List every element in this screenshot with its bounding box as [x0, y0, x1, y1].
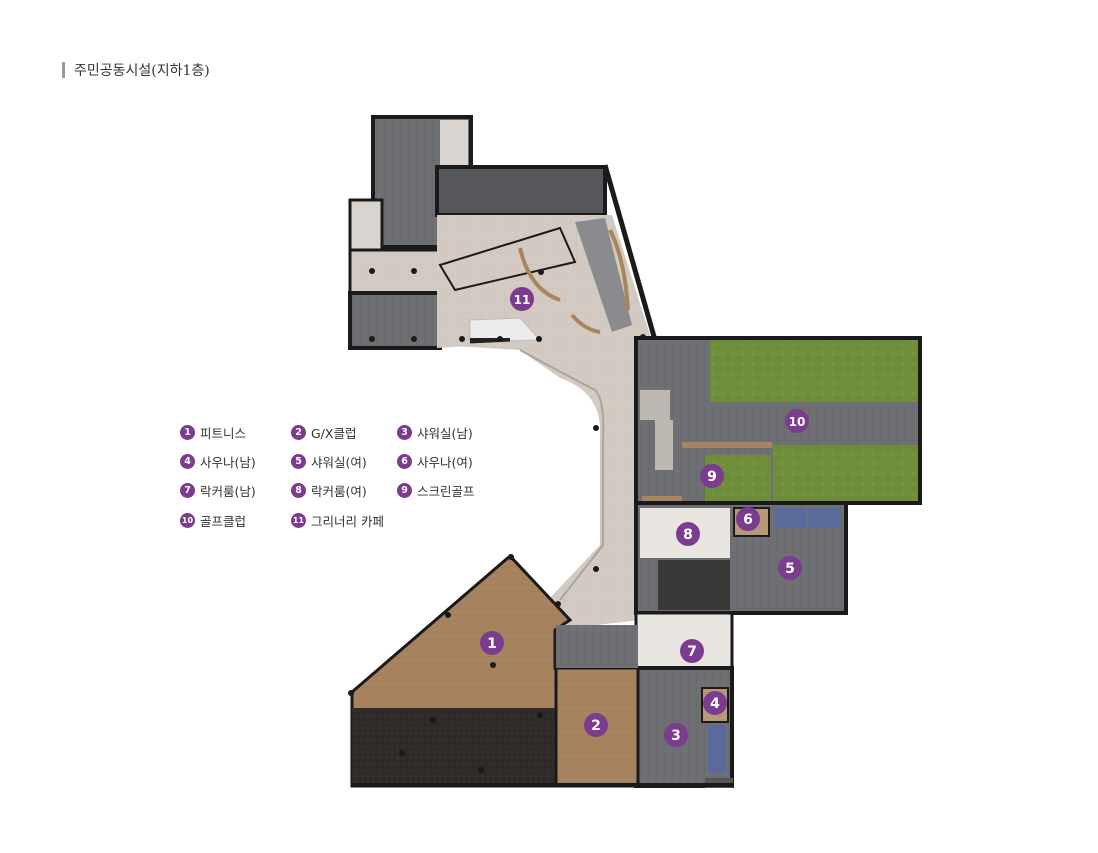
- legend-item: 1 피트니스: [180, 423, 246, 442]
- legend-badge: 2: [291, 425, 306, 440]
- legend-label: 샤워실(남): [417, 426, 473, 441]
- marker-sauna-men: 4: [703, 691, 727, 715]
- legend-label: 스크린골프: [417, 484, 475, 499]
- marker-shower-men: 3: [664, 723, 688, 747]
- svg-text:5: 5: [785, 561, 795, 577]
- legend-badge: 1: [180, 425, 195, 440]
- title-marker: [62, 62, 65, 78]
- marker-locker-men: 7: [680, 639, 704, 663]
- legend-label: G/X클럽: [311, 426, 357, 441]
- marker-screen-golf: 9: [700, 464, 724, 488]
- legend-badge: 8: [291, 483, 306, 498]
- legend-badge: 5: [291, 454, 306, 469]
- svg-text:3: 3: [671, 728, 681, 744]
- marker-golf-club: 10: [785, 409, 809, 433]
- golf-wing: [634, 336, 922, 505]
- cafe-area: [437, 164, 658, 348]
- svg-text:1: 1: [487, 636, 497, 652]
- legend-item: 10 골프클럽: [180, 511, 246, 530]
- fitness-wing: [350, 553, 734, 788]
- svg-text:9: 9: [707, 469, 717, 485]
- svg-text:7: 7: [687, 644, 697, 660]
- marker-cafe: 11: [510, 287, 534, 311]
- legend-label: 락커룸(여): [311, 484, 367, 499]
- marker-fitness: 1: [480, 631, 504, 655]
- marker-locker-women: 8: [676, 522, 700, 546]
- wellness-block: [634, 501, 848, 788]
- svg-text:2: 2: [591, 718, 601, 734]
- legend-label: 락커룸(남): [200, 484, 256, 499]
- legend-label: 골프클럽: [200, 514, 247, 529]
- legend-badge: 10: [180, 513, 195, 528]
- marker-sauna-women: 6: [736, 507, 760, 531]
- legend-badge: 9: [397, 483, 412, 498]
- northwest-annex: [348, 115, 607, 350]
- legend-label: 그리너리 카페: [311, 514, 384, 529]
- svg-text:4: 4: [710, 696, 720, 712]
- page-header: 주민공동시설(지하1층): [62, 60, 210, 80]
- legend-label: 사우나(남): [200, 455, 256, 470]
- legend-badge: 6: [397, 454, 412, 469]
- legend-item: 6 사우나(여): [397, 452, 473, 471]
- marker-gx-club: 2: [584, 713, 608, 737]
- structural-columns: [348, 268, 646, 773]
- svg-text:6: 6: [743, 512, 753, 528]
- central-corridor: [437, 335, 660, 628]
- page-title: 주민공동시설(지하1층): [74, 63, 210, 79]
- legend-item: 7 락커룸(남): [180, 481, 256, 500]
- legend-item: 4 사우나(남): [180, 452, 256, 471]
- svg-text:10: 10: [789, 415, 806, 429]
- legend-label: 피트니스: [200, 426, 247, 441]
- legend-badge: 7: [180, 483, 195, 498]
- legend-item: 3 샤워실(남): [397, 423, 473, 442]
- legend-badge: 4: [180, 454, 195, 469]
- legend-badge: 3: [397, 425, 412, 440]
- plan-markers: 1 2 3 4 5 6 7 8 9 10 11: [480, 287, 809, 747]
- svg-text:8: 8: [683, 527, 693, 543]
- legend-label: 샤워실(여): [311, 455, 367, 470]
- legend-item: 8 락커룸(여): [291, 481, 367, 500]
- legend-item: 5 샤워실(여): [291, 452, 367, 471]
- svg-text:11: 11: [514, 293, 531, 307]
- legend-item: 11 그리너리 카페: [291, 511, 384, 530]
- legend-item: 2 G/X클럽: [291, 423, 356, 442]
- marker-shower-women: 5: [778, 556, 802, 580]
- legend-badge: 11: [291, 513, 306, 528]
- legend-label: 사우나(여): [417, 455, 473, 470]
- legend-item: 9 스크린골프: [397, 481, 475, 500]
